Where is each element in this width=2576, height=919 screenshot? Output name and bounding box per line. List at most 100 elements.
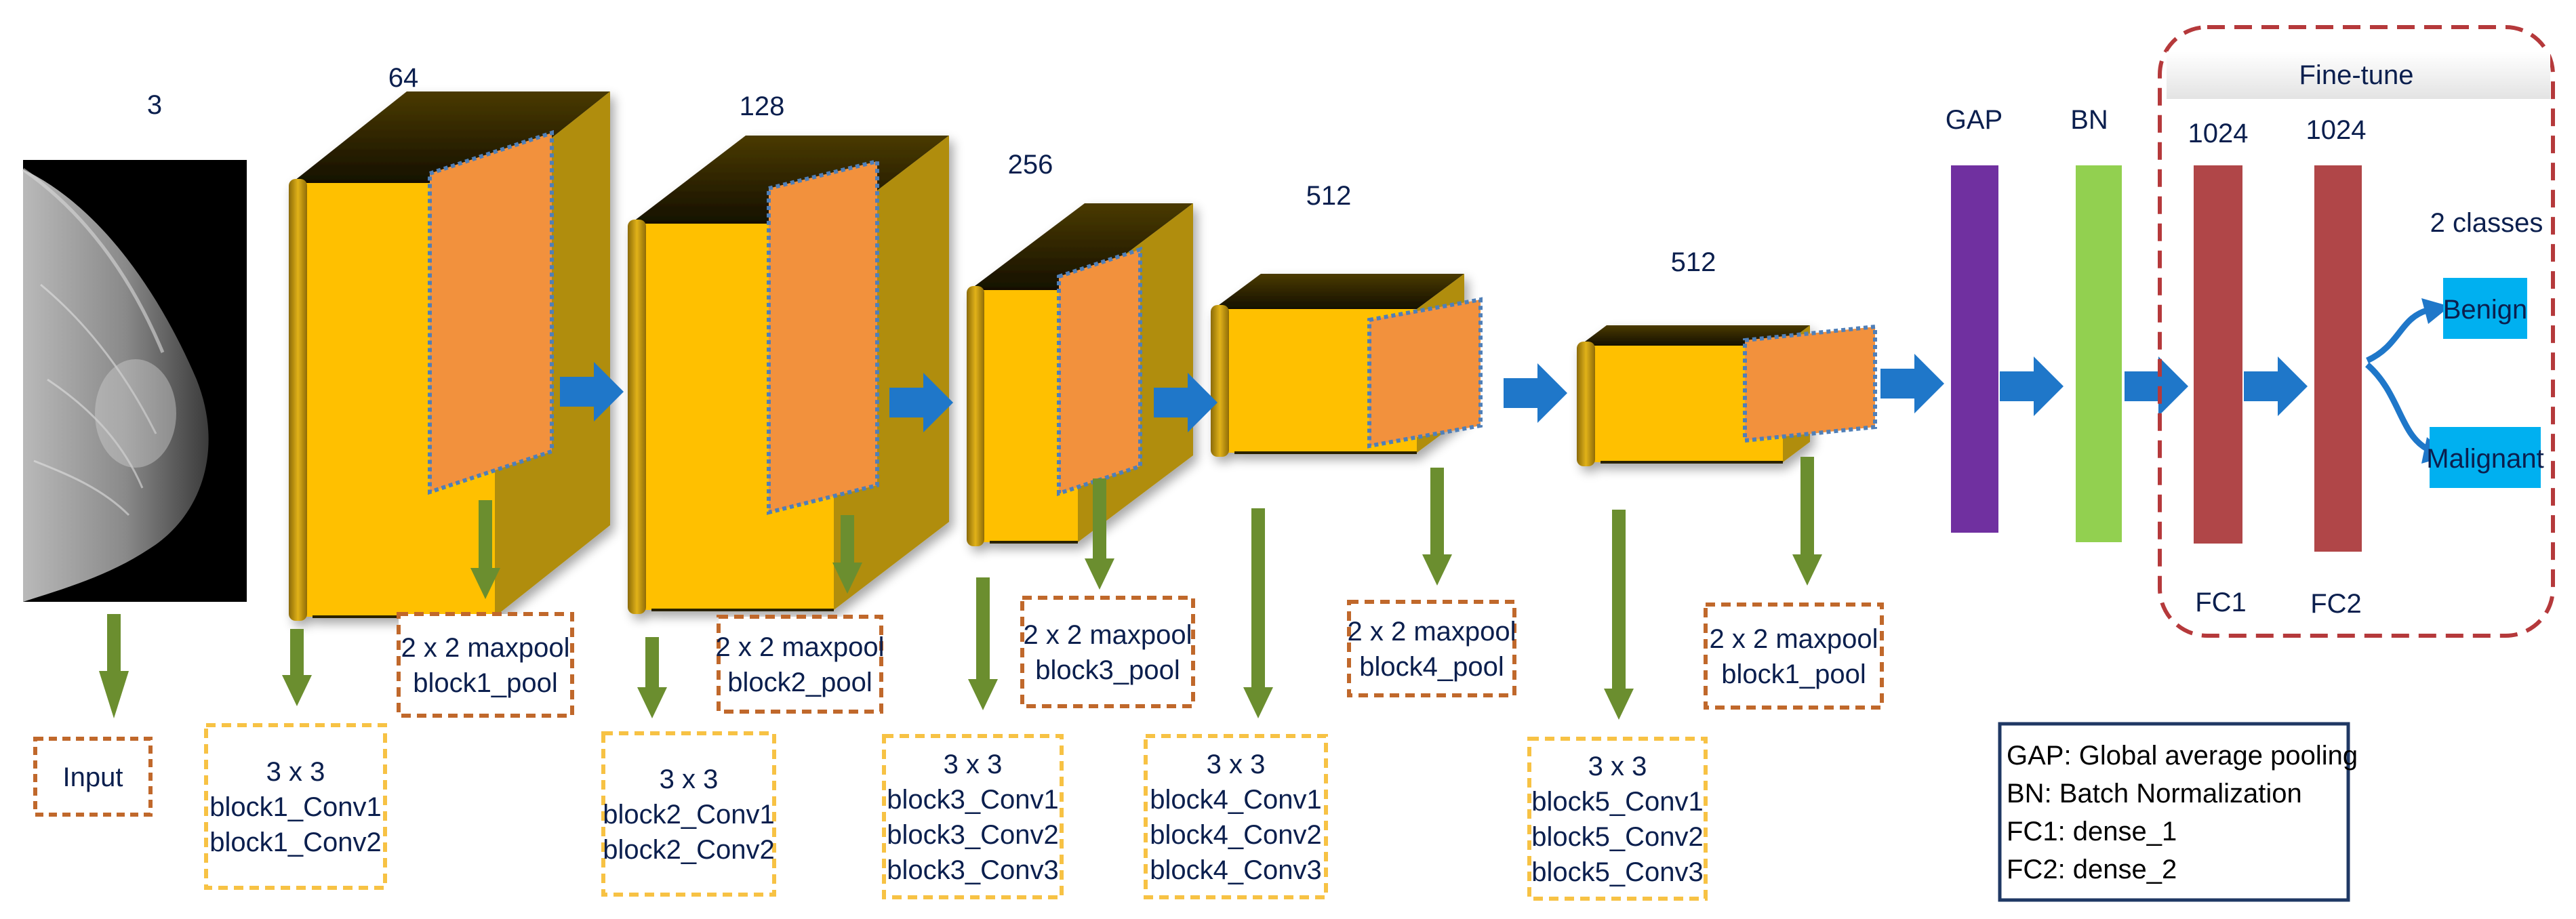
conv-box-3-line-4: block3_Conv3 [887,855,1059,885]
conv-arrow-3-shaft [976,577,990,683]
conv-arrow-3-head [968,679,998,710]
conv-box-5-line-3: block5_Conv2 [1531,822,1704,852]
conv-left-edge [628,220,646,614]
pool-arrow-3-head [1085,558,1114,590]
fc1-units: 1024 [2188,119,2249,148]
conv-block-3: 256 3 x 3 block3_Conv1 block3_Conv2 block3_C… [882,150,1195,899]
flow-arrow-shaft [2244,371,2279,401]
flow-arrow-head [1537,363,1567,423]
flow-arrow-shaft [2125,371,2160,401]
output-branch-arrows [2365,307,2429,451]
benign-arrowhead [2421,298,2450,324]
legend: GAP: Global average pooling BN: Batch No… [1998,722,2358,902]
flow-arrow-6 [2000,356,2064,416]
conv-arrow-1-shaft [290,629,304,679]
pool-arrow-4-head [1422,554,1452,586]
conv-arrow-1-head [282,675,312,706]
benign-box [2443,278,2527,339]
flow-arrow-shaft [889,388,925,417]
finetune-title: Fine-tune [2299,60,2414,90]
conv-box-4-line-4: block4_Conv3 [1150,855,1322,885]
flow-arrow-8 [2244,356,2308,416]
conv-box-5-line-1: 3 x 3 [1588,752,1647,781]
pool-arrow-2-head [832,563,862,594]
input-arrow [99,614,129,718]
pool-arrow-1-head [470,568,500,599]
flow-arrow-2 [889,373,953,432]
pool-plate-4 [1367,297,1483,449]
conv-left-edge [1211,305,1229,457]
benign-label: Benign [2443,295,2528,325]
flow-arrow-shaft [560,377,595,407]
fc2-units: 1024 [2306,115,2367,145]
pool-box-4-line-2: block4_pool [1359,652,1504,682]
pool-box-5-line-2: block1_pool [1721,659,1866,689]
pool-arrow-5-shaft [1800,457,1814,558]
conv-box-2 [601,731,776,897]
flow-arrow-7 [2125,356,2188,416]
conv-top-face [630,136,949,224]
conv-box-3-line-1: 3 x 3 [944,750,1003,779]
flow-arrow-head [923,373,953,432]
conv-box-2-line-3: block2_Conv2 [603,835,775,865]
conv-box-4-line-3: block4_Conv2 [1150,820,1322,850]
conv-arrow-5-head [1604,689,1634,720]
finetune-region: Fine-tune 1024 FC1 1024 FC2 2 classes Be… [2158,25,2555,638]
block-3-filters: 256 [1008,150,1053,180]
pool-plate-5 [1743,324,1877,443]
conv-box-5-line-2: block5_Conv1 [1531,787,1704,817]
input-box [33,737,153,817]
pool-box-5 [1704,603,1884,710]
conv-left-edge [1577,342,1595,466]
conv-arrow-2-head [637,687,667,718]
conv-box-1-line-2: block1_Conv1 [209,792,382,822]
conv-top-face [1213,274,1464,309]
flow-arrow-head [594,362,624,422]
pool-box-1 [397,612,574,718]
flow-arrow-head [1914,354,1944,413]
legend-bn: BN: Batch Normalization [2007,779,2302,809]
flow-arrow-5 [1880,354,1944,413]
conv-box-3-line-2: block3_Conv1 [887,785,1059,815]
flow-arrow-4 [1504,363,1567,423]
block-4-filters: 512 [1306,181,1352,211]
legend-gap: GAP: Global average pooling [2007,741,2358,771]
flow-arrow-head [2034,356,2064,416]
conv-top-face [291,91,610,183]
bn-bar [2076,165,2122,542]
gap-bar [1951,165,1998,533]
conv-box-3-line-3: block3_Conv2 [887,820,1059,850]
finetune-header [2167,52,2550,99]
block-2-filters: 128 [740,91,785,121]
classes-title: 2 classes [2430,208,2543,238]
conv-box-4-line-2: block4_Conv1 [1150,785,1322,815]
pool-arrow-3-shaft [1093,478,1106,563]
conv-top-face [969,203,1193,290]
pool-arrow-5-head [1792,554,1822,586]
conv-arrow-4-head [1243,687,1273,718]
finetune-frame [2158,25,2555,638]
conv-box-5 [1527,737,1708,901]
pool-box-2 [717,615,883,714]
flow-arrow-shaft [1880,369,1916,399]
pool-arrow-1-shaft [479,500,492,572]
pool-plate-3 [1057,246,1142,497]
pool-box-4-line-1: 2 x 2 maxpool [1347,617,1516,647]
flow-arrows [560,354,2308,432]
conv-box-1-line-3: block1_Conv2 [209,828,382,857]
gap-layer: GAP [1946,105,2003,533]
flow-arrow-head [2278,356,2308,416]
conv-left-edge [967,286,984,546]
gap-label: GAP [1946,105,2003,135]
input-label: Input [63,762,123,792]
conv-box-1-line-1: 3 x 3 [266,757,325,787]
fc1-label: FC1 [2195,588,2247,617]
legend-fc1: FC1: dense_1 [2007,817,2177,846]
conv-box-5-line-4: block5_Conv3 [1531,857,1704,887]
conv-box-2-line-1: 3 x 3 [660,764,719,794]
